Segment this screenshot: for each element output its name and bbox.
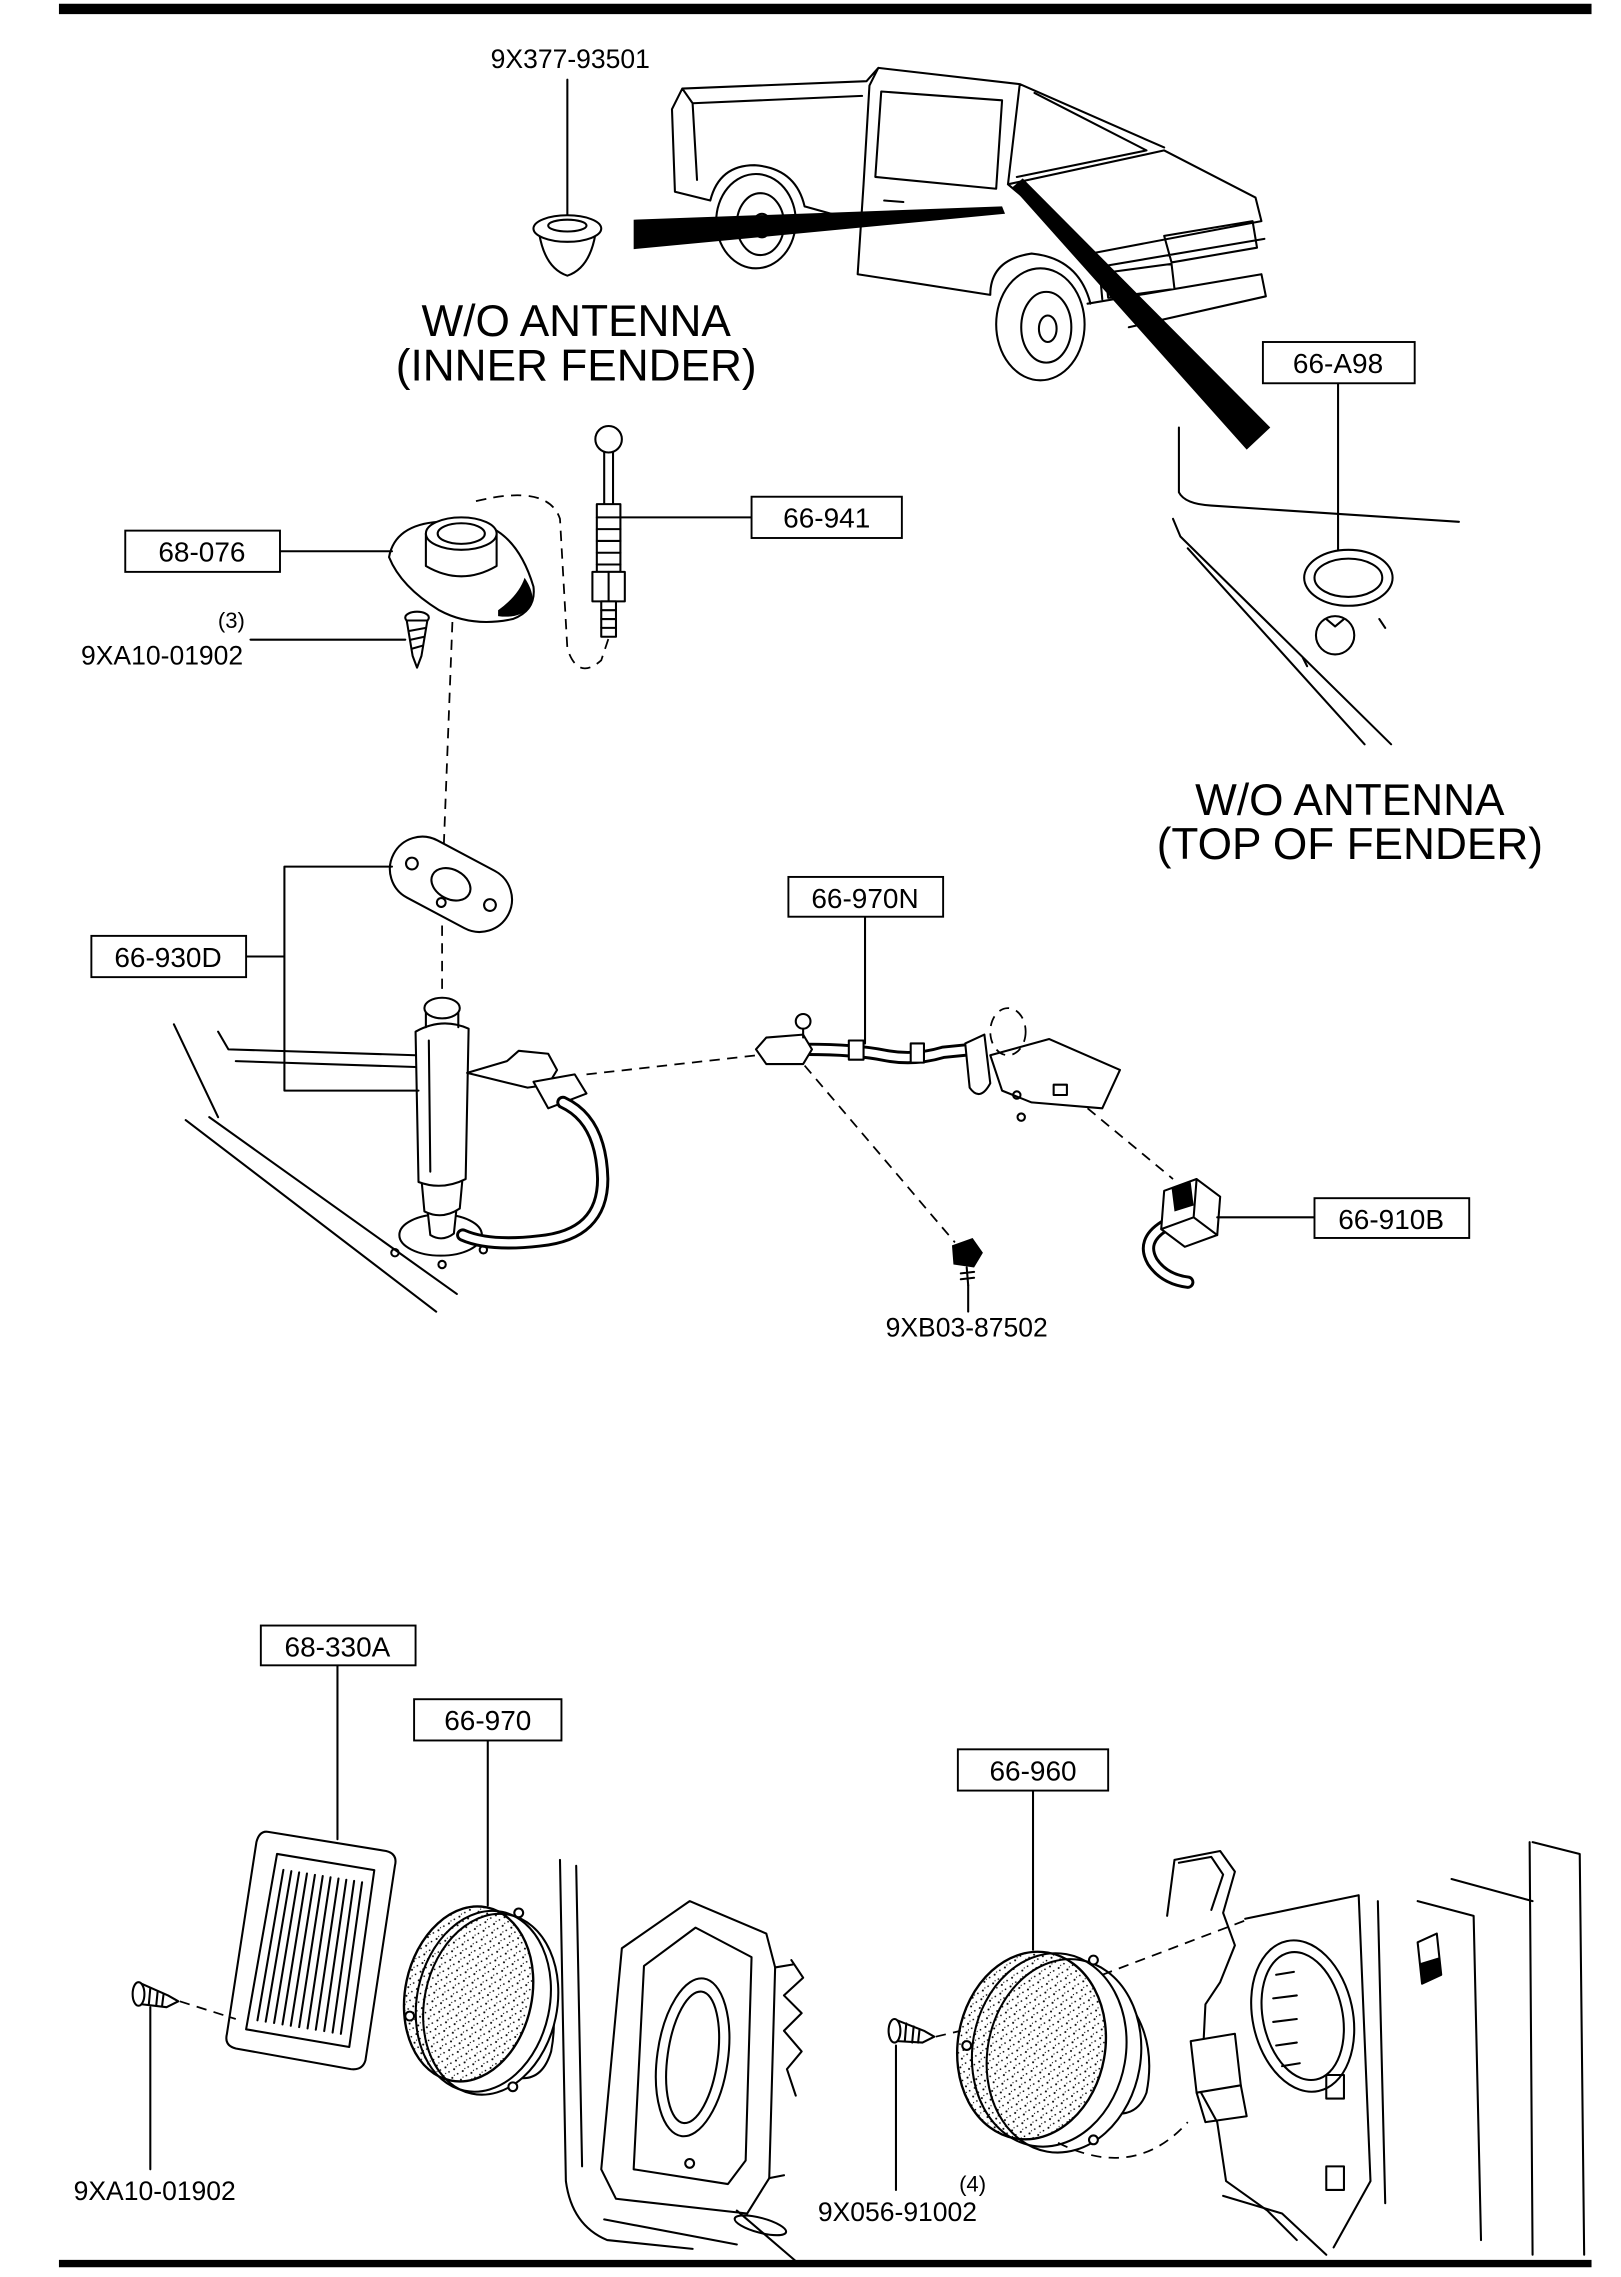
power-antenna-motor: [390, 996, 489, 1270]
callout-front-speaker: 66-970: [413, 1698, 563, 1742]
bezel-screw-part-number: 9XA10-01902: [81, 641, 243, 671]
truck-front-wheel: [995, 267, 1086, 382]
top-fender-heading-line1: W/O ANTENNA: [1195, 776, 1505, 825]
antenna-gasket: [388, 835, 514, 933]
speaker-screw-part-number: 9X056-91002: [818, 2197, 977, 2227]
switch-part-number: 66-910B: [1338, 1204, 1444, 1235]
grille-part-number: 68-330A: [285, 1631, 391, 1662]
grille-screw-path: [179, 2000, 237, 2020]
mast-part-number: 66-941: [783, 503, 870, 534]
speaker-grille: [225, 1830, 397, 2071]
callout-mast: 66-941: [750, 495, 903, 539]
door-inner-panel: [1166, 1841, 1586, 2256]
speaker-screw-path: [935, 2029, 962, 2038]
bezel-screw-quantity: (3): [218, 608, 245, 633]
motor-connector: [466, 1049, 588, 1110]
door-speaker: [955, 1950, 1151, 2154]
motor-bracket-lines: [245, 865, 420, 1092]
cable-bolt-part-number: 9XB03-87502: [886, 1313, 1048, 1343]
bezel-to-gasket-path: [442, 621, 454, 852]
callout-motor-assembly: 66-930D: [90, 934, 248, 979]
inner-fender-plug-part-number: 9X377-93501: [491, 44, 650, 74]
speaker-screw: [887, 2017, 936, 2044]
top-fender-plug-part-number: 66-A98: [1293, 348, 1383, 379]
grille-screw-part-number: 9XA10-01902: [74, 2176, 236, 2206]
top-fender-heading-line2: (TOP OF FENDER): [1157, 820, 1543, 869]
speaker-mounting-panel: [558, 1858, 805, 2265]
callout-bezel: 68-076: [124, 529, 281, 573]
cable-bolt: [951, 1237, 983, 1287]
bezel-screw: [404, 610, 430, 669]
callout-switch: 66-910B: [1313, 1197, 1471, 1239]
inner-fender-plug: [532, 78, 603, 277]
fender-panel-lines: [172, 1023, 458, 1313]
antenna-bezel: [388, 516, 535, 624]
fender-hole: [1314, 615, 1356, 656]
lead-to-switch-path: [1086, 1107, 1174, 1180]
pointer-wedge-top-fender: [1012, 178, 1271, 450]
bezel-part-number: 68-076: [158, 537, 245, 568]
switch-wire: [1141, 1219, 1195, 1289]
front-speaker: [402, 1905, 560, 2096]
callout-grille: 68-330A: [259, 1624, 417, 1667]
connector-to-lead-path: [586, 1054, 758, 1076]
motor-assembly-part-number: 66-930D: [114, 942, 221, 973]
front-speaker-part-number: 66-970: [444, 1705, 531, 1736]
speaker-screw-quantity: (4): [959, 2171, 986, 2196]
callout-door-speaker: 66-960: [956, 1748, 1110, 1792]
motor-cable: [456, 1095, 610, 1250]
top-fender-plug: [1303, 382, 1394, 656]
door-speaker-part-number: 66-960: [989, 1755, 1076, 1786]
lead-cable-part-number: 66-970N: [811, 883, 918, 914]
antenna-mast: [591, 424, 626, 638]
top-fender-panel: [1171, 426, 1460, 746]
pointer-wedge-inner-fender: [633, 206, 1006, 250]
grille-screw: [131, 1981, 180, 2009]
inner-fender-heading-line2: (INNER FENDER): [396, 341, 757, 390]
lead-to-bolt-path: [803, 1064, 956, 1243]
mast-install-path: [475, 494, 610, 670]
callout-top-fender-plug: 66-A98: [1261, 341, 1416, 385]
door-speaker-install-path: [1057, 1917, 1250, 2159]
callout-lead-cable: 66-970N: [787, 875, 945, 918]
lead-cable-wire: [800, 1042, 980, 1065]
inner-fender-heading-line1: W/O ANTENNA: [422, 297, 732, 346]
antenna-switch: [1141, 1177, 1222, 1289]
antenna-lead-cable: [754, 1007, 1121, 1122]
